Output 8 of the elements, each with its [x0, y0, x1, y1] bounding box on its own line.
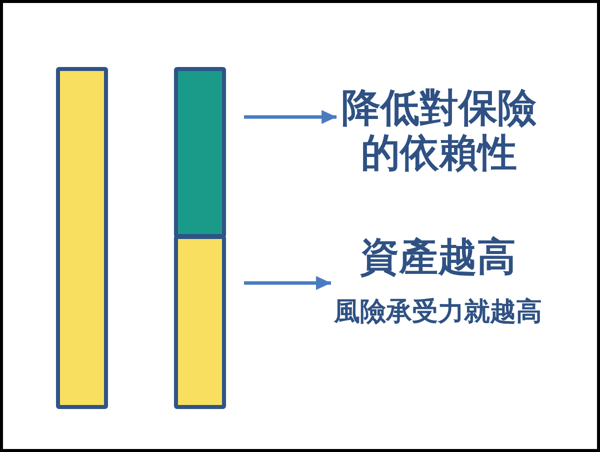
arrow	[244, 110, 337, 124]
upper-bar-segment	[174, 67, 226, 238]
subheading-text: 風險承受力就越高	[334, 296, 542, 328]
full-bar	[56, 67, 108, 409]
lower-bar-segment	[174, 235, 226, 409]
arrow	[244, 276, 331, 290]
heading-text: 資產越高	[360, 235, 516, 280]
statement-text: 降低對保險的依賴性	[340, 86, 538, 176]
